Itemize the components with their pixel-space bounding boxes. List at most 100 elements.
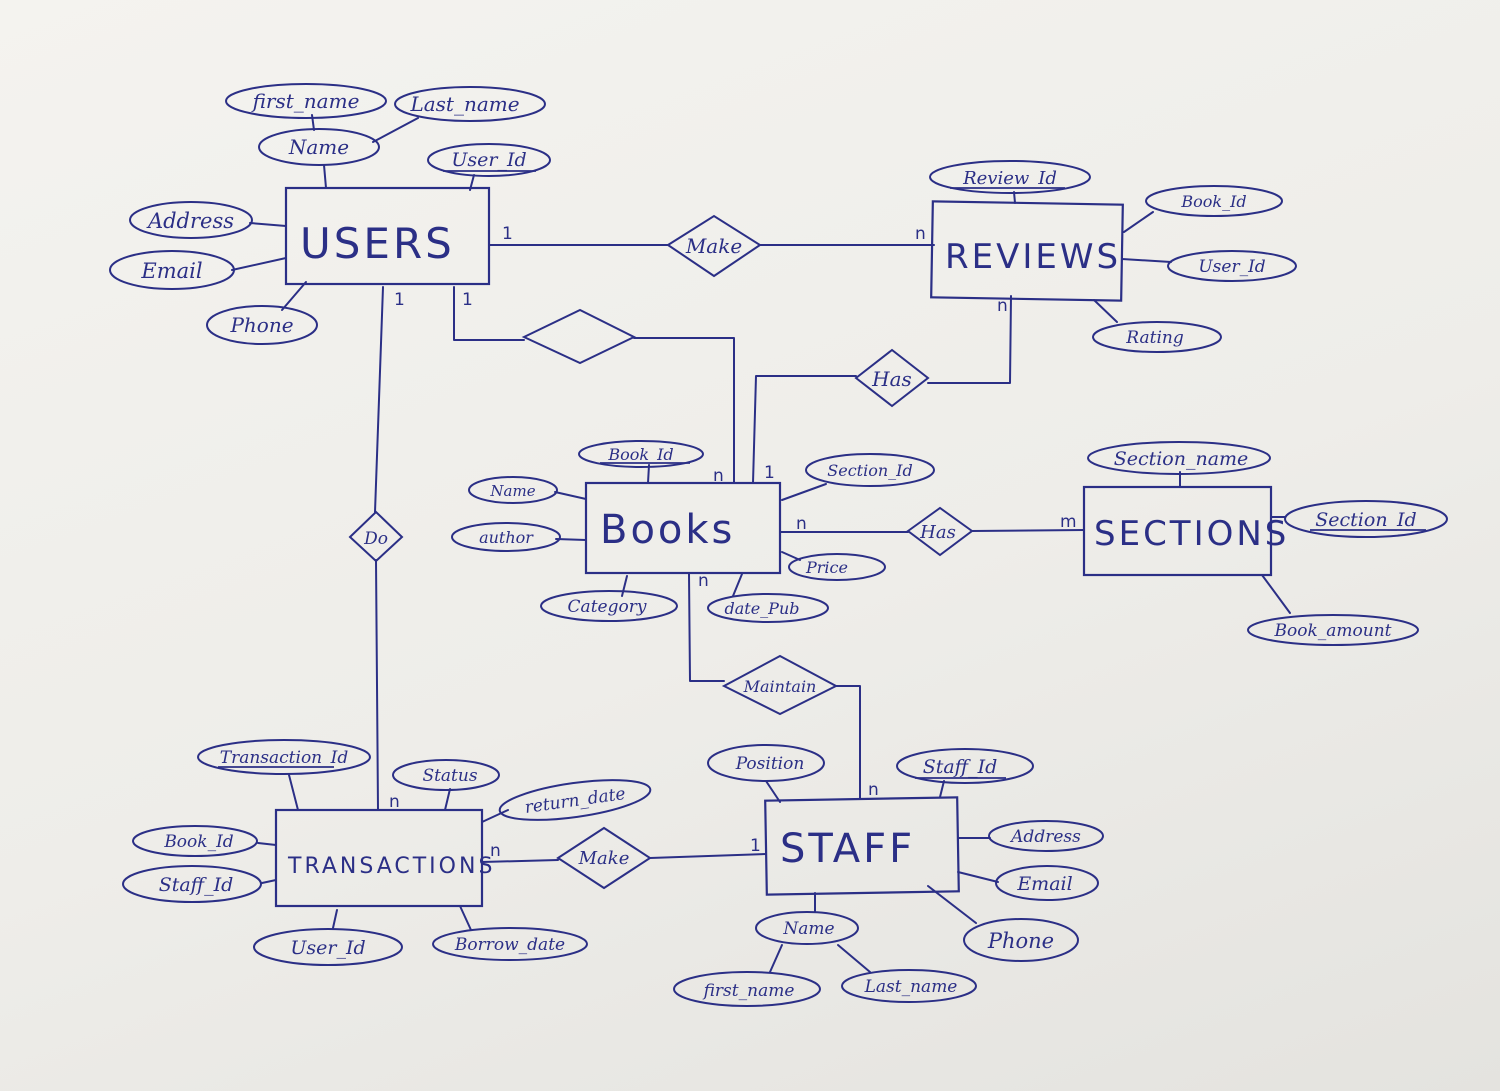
svg-text:Email: Email bbox=[140, 259, 202, 283]
svg-text:Book_amount: Book_amount bbox=[1274, 621, 1392, 641]
attribute-transactions-user-id: User_Id bbox=[253, 928, 403, 966]
entity-books-label: Books bbox=[600, 507, 735, 553]
svg-text:Name: Name bbox=[489, 482, 535, 500]
cardinality-books-borrow: n bbox=[713, 466, 724, 486]
entity-staff-label: STAFF bbox=[780, 826, 915, 872]
svg-text:Book_Id: Book_Id bbox=[1180, 192, 1246, 211]
svg-text:Address: Address bbox=[146, 209, 234, 233]
entity-users: USERS bbox=[284, 186, 491, 286]
relationship-users-transactions-do: Do bbox=[348, 510, 404, 563]
relationship-make-label: Make bbox=[685, 234, 742, 258]
svg-text:Phone: Phone bbox=[229, 313, 293, 337]
entity-reviews-label: REVIEWS bbox=[945, 237, 1121, 277]
attribute-transactions-staff-id: Staff_Id bbox=[122, 865, 262, 903]
cardinality-transactions-do: n bbox=[389, 792, 400, 812]
attribute-books-date-pub: date_Pub bbox=[707, 593, 829, 623]
attribute-staff-address: Address bbox=[988, 820, 1104, 852]
svg-text:Review_Id: Review_Id bbox=[962, 168, 1057, 189]
svg-text:Rating: Rating bbox=[1125, 328, 1184, 348]
attribute-reviews-rating: Rating bbox=[1092, 321, 1222, 353]
svg-text:Price: Price bbox=[805, 558, 848, 577]
attribute-staff-phone: Phone bbox=[963, 918, 1079, 962]
attribute-transactions-transaction-id: Transaction_Id bbox=[197, 739, 371, 775]
entity-books: Books bbox=[584, 481, 782, 575]
relationship-maintain-label: Maintain bbox=[743, 677, 817, 696]
attribute-books-author: author bbox=[451, 522, 561, 552]
attribute-staff-name: Name bbox=[755, 911, 859, 945]
cardinality-books-has-reviews: 1 bbox=[764, 463, 775, 483]
svg-text:Staff_Id: Staff_Id bbox=[159, 874, 234, 896]
attribute-books-name: Name bbox=[468, 476, 558, 504]
entity-sections: SECTIONS bbox=[1082, 485, 1289, 577]
attribute-staff-position: Position bbox=[707, 744, 825, 782]
cardinality-staff-maintain: n bbox=[868, 780, 879, 800]
svg-text:Section_name: Section_name bbox=[1114, 448, 1249, 470]
attribute-sections-book-amount: Book_amount bbox=[1247, 614, 1419, 646]
attribute-transactions-book-id: Book_Id bbox=[132, 825, 258, 857]
svg-text:first_name: first_name bbox=[702, 981, 795, 1001]
cardinality-books-maintain: n bbox=[698, 571, 709, 591]
cardinality-staff-make: 1 bbox=[750, 836, 761, 856]
entity-staff: STAFF bbox=[764, 796, 960, 896]
attribute-staff-last-name: Last_name bbox=[841, 969, 977, 1003]
cardinality-sections-has: m bbox=[1060, 512, 1077, 532]
entity-reviews: REVIEWS bbox=[930, 200, 1124, 302]
svg-text:Last_name: Last_name bbox=[409, 92, 519, 116]
attribute-users-user-id: User_Id bbox=[427, 143, 551, 177]
entity-sections-label: SECTIONS bbox=[1094, 514, 1289, 554]
cardinality-labels: 1 n 1 1 n n 1 n m n n n n 1 bbox=[389, 224, 1077, 861]
svg-text:date_Pub: date_Pub bbox=[725, 599, 800, 618]
svg-text:User_Id: User_Id bbox=[451, 149, 526, 171]
cardinality-reviews-has: n bbox=[997, 296, 1008, 316]
svg-text:Status: Status bbox=[422, 766, 477, 786]
svg-text:Position: Position bbox=[735, 754, 805, 774]
relationship-has-sections-label: Has bbox=[919, 522, 956, 543]
attribute-users-last-name: Last_name bbox=[394, 86, 546, 122]
entity-transactions-label: TRANSACTIONS bbox=[287, 854, 495, 879]
relationship-users-books-borrow bbox=[521, 308, 637, 365]
svg-text:Transaction_Id: Transaction_Id bbox=[220, 748, 349, 768]
attribute-staff-first-name: first_name bbox=[673, 971, 821, 1007]
relationship-has-reviews-label: Has bbox=[871, 367, 912, 391]
cardinality-users-do: 1 bbox=[394, 290, 405, 310]
cardinality-reviews-make: n bbox=[915, 224, 926, 244]
svg-text:Borrow_date: Borrow_date bbox=[454, 935, 565, 955]
svg-text:Email: Email bbox=[1016, 873, 1072, 895]
svg-text:Section_Id: Section_Id bbox=[1315, 509, 1416, 531]
svg-text:Name: Name bbox=[288, 135, 349, 159]
attribute-books-price: Price bbox=[788, 553, 886, 581]
attribute-transactions-return-date: return_date bbox=[498, 779, 652, 821]
relationship-books-sections-has: Has bbox=[906, 506, 974, 557]
cardinality-books-has-sections: n bbox=[796, 514, 807, 534]
svg-text:User_Id: User_Id bbox=[1198, 257, 1265, 277]
attribute-users-first-name: first_name bbox=[225, 83, 387, 119]
cardinality-users-make: 1 bbox=[502, 224, 513, 244]
attribute-sections-section-id: Section_Id bbox=[1284, 500, 1448, 538]
relationship-do-label: Do bbox=[363, 529, 388, 549]
relationship-users-reviews-make: Make bbox=[666, 214, 762, 278]
attribute-staff-email: Email bbox=[995, 865, 1099, 901]
svg-text:Staff_Id: Staff_Id bbox=[923, 756, 998, 778]
svg-text:Category: Category bbox=[568, 597, 647, 617]
attribute-reviews-user-id: User_Id bbox=[1167, 250, 1297, 282]
svg-text:Name: Name bbox=[782, 919, 834, 939]
attribute-users-name: Name bbox=[258, 128, 380, 166]
attribute-transactions-status: Status bbox=[392, 759, 500, 791]
attribute-sections-section-name: Section_name bbox=[1087, 441, 1271, 475]
entity-users-label: USERS bbox=[300, 219, 455, 268]
attribute-transactions-borrow-date: Borrow_date bbox=[432, 927, 588, 961]
entity-transactions: TRANSACTIONS bbox=[274, 808, 495, 908]
svg-text:Address: Address bbox=[1009, 827, 1081, 847]
attribute-users-phone: Phone bbox=[206, 305, 318, 345]
relationship-transactions-staff-make: Make bbox=[556, 826, 652, 890]
attribute-books-category: Category bbox=[540, 590, 678, 622]
cardinality-users-borrow: 1 bbox=[462, 290, 473, 310]
attribute-books-section-id: Section_Id bbox=[805, 453, 935, 487]
attribute-books-book-id: Book_Id bbox=[578, 440, 704, 468]
attribute-reviews-review-id: Review_Id bbox=[929, 160, 1091, 194]
relationship-make-staff-label: Make bbox=[578, 848, 630, 869]
cardinality-transactions-make: n bbox=[490, 841, 501, 861]
relationship-books-staff-maintain: Maintain bbox=[721, 654, 839, 716]
